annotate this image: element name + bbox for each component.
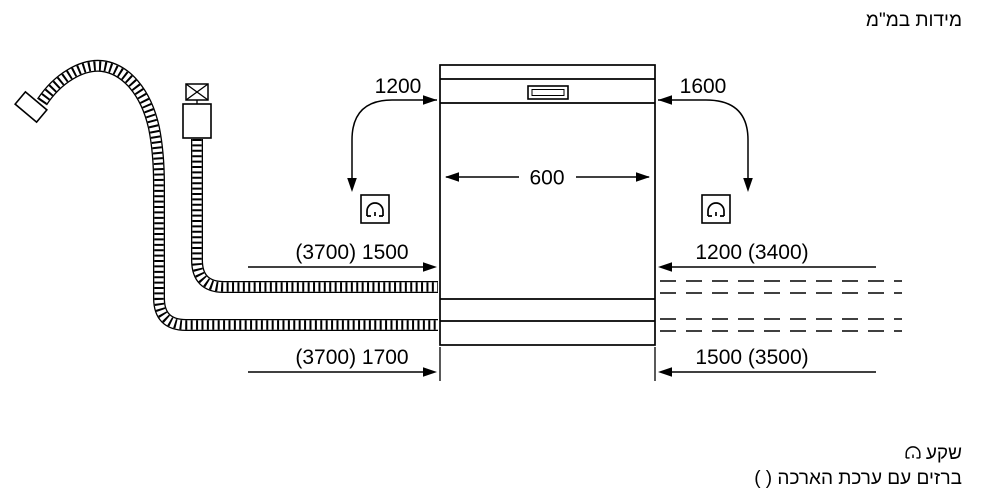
socket-box-right <box>701 194 731 224</box>
socket-box-left <box>360 194 390 224</box>
tap-valve <box>185 83 209 104</box>
dim-supply-left-label: (3700) 1500 <box>295 241 408 264</box>
extension-hoses-dashed <box>660 280 902 332</box>
legend: שקע ( ) ברזים עם ערכת הארכה <box>754 443 962 489</box>
dishwasher <box>439 64 656 381</box>
dim-socket-right: 1600 <box>658 75 753 192</box>
control-display-inner <box>531 89 565 96</box>
dim-width-label: 600 <box>529 167 564 190</box>
units-note: מידות במ"מ <box>866 10 962 31</box>
dim-drain-right-label: 1500 (3500) <box>695 346 808 369</box>
drain-hose <box>14 59 438 331</box>
dim-supply-left: (3700) 1500 <box>248 241 437 272</box>
aquastop-box <box>182 103 212 139</box>
dim-width: 600 <box>445 167 650 190</box>
socket-icon <box>905 446 921 459</box>
dim-socket-left: 1200 <box>347 75 437 192</box>
supply-hose <box>191 139 438 293</box>
dim-drain-left-label: (3700) 1700 <box>295 346 408 369</box>
dim-supply-right-label: 1200 (3400) <box>695 241 808 264</box>
drain-hose-nozzle <box>14 90 48 124</box>
legend-socket-label: שקע <box>926 443 962 464</box>
dim-supply-right: 1200 (3400) <box>658 241 876 272</box>
legend-taps-label: ( ) ברזים עם ערכת הארכה <box>754 468 962 489</box>
dim-socket-right-label: 1600 <box>680 75 727 98</box>
dim-drain-left: (3700) 1700 <box>248 346 437 377</box>
dim-drain-right: 1500 (3500) <box>658 346 876 377</box>
dim-socket-left-label: 1200 <box>375 75 422 98</box>
